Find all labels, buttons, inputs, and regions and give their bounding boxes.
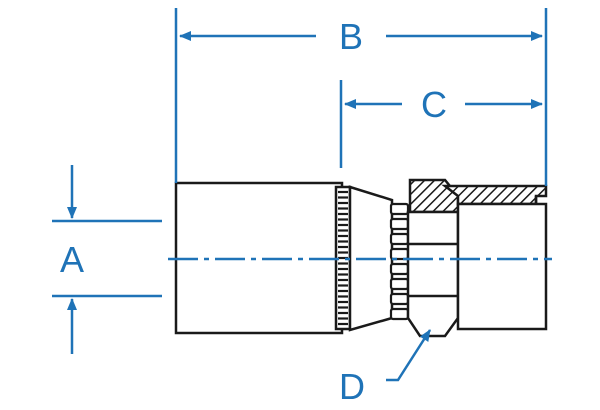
crimp-ridge	[389, 202, 410, 216]
crimp-ridge	[389, 232, 410, 246]
crimp-ridge	[389, 292, 410, 306]
dimension-c	[339, 80, 543, 168]
dimension-a	[52, 165, 162, 354]
crimp-ridge	[389, 307, 410, 321]
threaded-nipple	[456, 202, 548, 331]
dimension-d-leader	[386, 329, 432, 382]
crimp-ridge	[389, 247, 410, 261]
crimp-ridges	[389, 202, 410, 321]
crimp-ridge	[389, 277, 410, 291]
dimension-label-a: A	[60, 239, 84, 280]
dimension-label-d: D	[339, 366, 365, 407]
crimp-ridge	[389, 217, 410, 231]
thread-section	[441, 184, 548, 206]
dimension-b	[174, 8, 548, 186]
knurl-band	[334, 185, 352, 331]
dimension-label-c: C	[421, 84, 447, 125]
crimp-ridge	[389, 262, 410, 276]
dimension-label-b: B	[339, 16, 363, 57]
hex-nut-lower	[406, 210, 460, 338]
